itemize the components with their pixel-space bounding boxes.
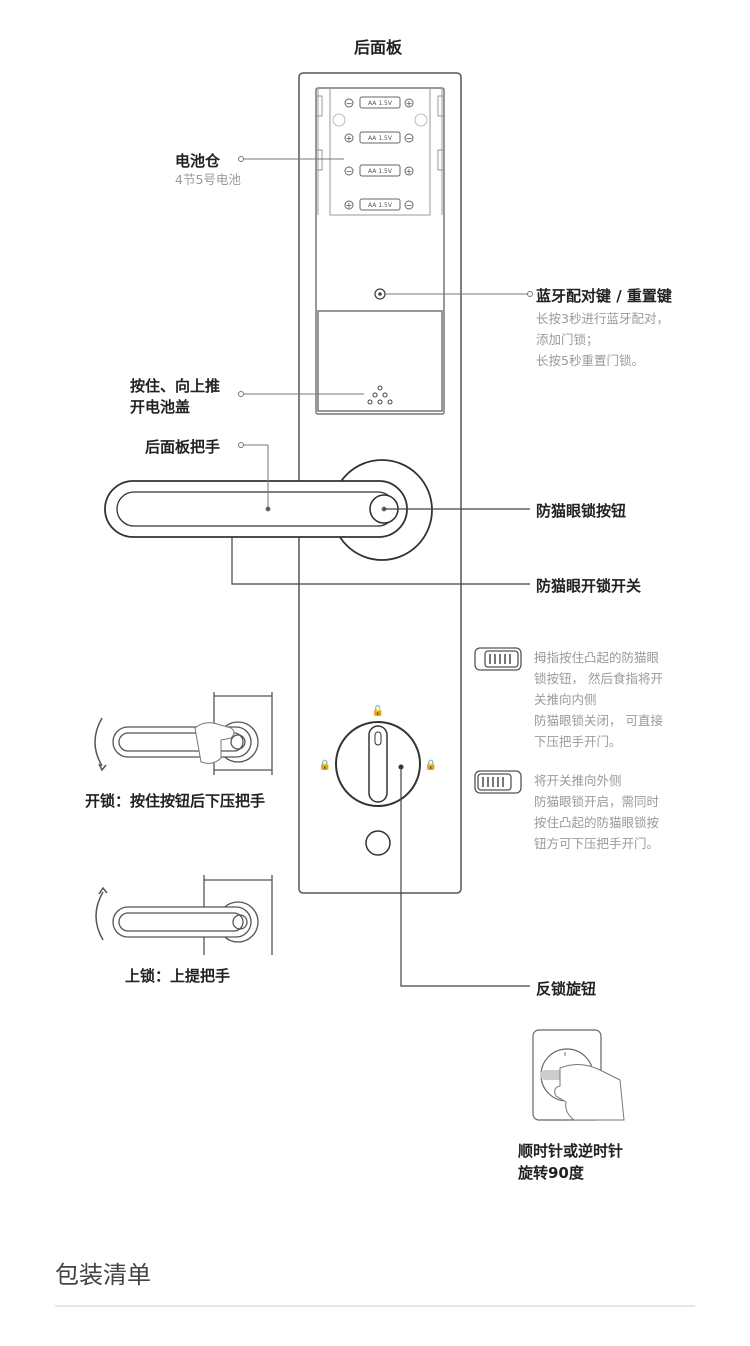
svg-text:+: + bbox=[346, 134, 353, 143]
switch-open-icon bbox=[474, 770, 522, 794]
cat-switch-label: 防猫眼开锁开关 bbox=[536, 577, 642, 595]
cover-label: 按住、向上推 开电池盖 bbox=[130, 377, 221, 416]
battery-bracket bbox=[317, 88, 443, 216]
svg-text:+: + bbox=[406, 167, 413, 176]
anti-lock-knob bbox=[335, 721, 421, 856]
polarity-marks: − + + − − + + − bbox=[346, 99, 413, 210]
switch-open-desc: 将开关推向外侧 防猫眼锁开启，需同时 按住凸起的防猫眼锁按 钮方可下压把手开门。 bbox=[534, 773, 660, 851]
battery-cell-text: AA 1.5V bbox=[368, 135, 393, 142]
handle-label: 后面板把手 bbox=[145, 438, 221, 456]
lock-label: 上锁：上提把手 bbox=[125, 967, 231, 985]
grip-dots bbox=[367, 385, 393, 405]
unlock-illustration bbox=[94, 692, 273, 775]
svg-text:−: − bbox=[346, 167, 353, 176]
svg-text:🔒: 🔒 bbox=[319, 759, 331, 771]
svg-text:−: − bbox=[346, 99, 353, 108]
knob-leader bbox=[400, 767, 530, 987]
svg-text:🔒: 🔒 bbox=[425, 759, 437, 771]
leaders bbox=[238, 156, 533, 512]
cover-plate bbox=[317, 310, 443, 412]
switch-closed-desc: 拇指按住凸起的防猫眼 锁按钮， 然后食指将开 关推向内侧 防猫眼锁关闭， 可直接… bbox=[534, 650, 663, 749]
battery-cells bbox=[332, 96, 428, 211]
bluetooth-desc: 长按3秒进行蓝牙配对， 添加门锁； 长按5秒重置门锁。 bbox=[536, 311, 669, 368]
battery-label: 电池仓 bbox=[175, 152, 221, 170]
lock-illustration bbox=[95, 875, 273, 955]
switch-closed-icon bbox=[474, 647, 522, 671]
svg-text:−: − bbox=[406, 134, 413, 143]
section-title: 包装清单 bbox=[55, 1261, 151, 1289]
svg-text:+: + bbox=[406, 99, 413, 108]
unlock-label: 开锁：按住按钮后下压把手 bbox=[85, 792, 266, 810]
cat-switch-leader bbox=[231, 537, 530, 585]
page-title: 后面板 bbox=[354, 38, 403, 57]
lock-icons: 🔓 🔒 🔒 bbox=[319, 704, 437, 771]
battery-cell-text: AA 1.5V bbox=[368, 168, 393, 175]
battery-cover bbox=[315, 87, 445, 415]
battery-cell-text: AA 1.5V bbox=[368, 202, 393, 209]
svg-text:+: + bbox=[346, 201, 353, 210]
bluetooth-label: 蓝牙配对键 / 重置键 bbox=[536, 287, 672, 305]
cat-button-label: 防猫眼锁按钮 bbox=[536, 502, 627, 520]
svg-text:−: − bbox=[406, 201, 413, 210]
svg-text:🔓: 🔓 bbox=[372, 704, 384, 717]
rotate-label: 顺时针或逆时针 旋转90度 bbox=[518, 1142, 624, 1182]
rotate-illustration bbox=[532, 1029, 625, 1121]
knob-label: 反锁旋钮 bbox=[536, 980, 597, 998]
battery-cell-text: AA 1.5V bbox=[368, 100, 393, 107]
battery-sub: 4节5号电池 bbox=[175, 172, 241, 187]
